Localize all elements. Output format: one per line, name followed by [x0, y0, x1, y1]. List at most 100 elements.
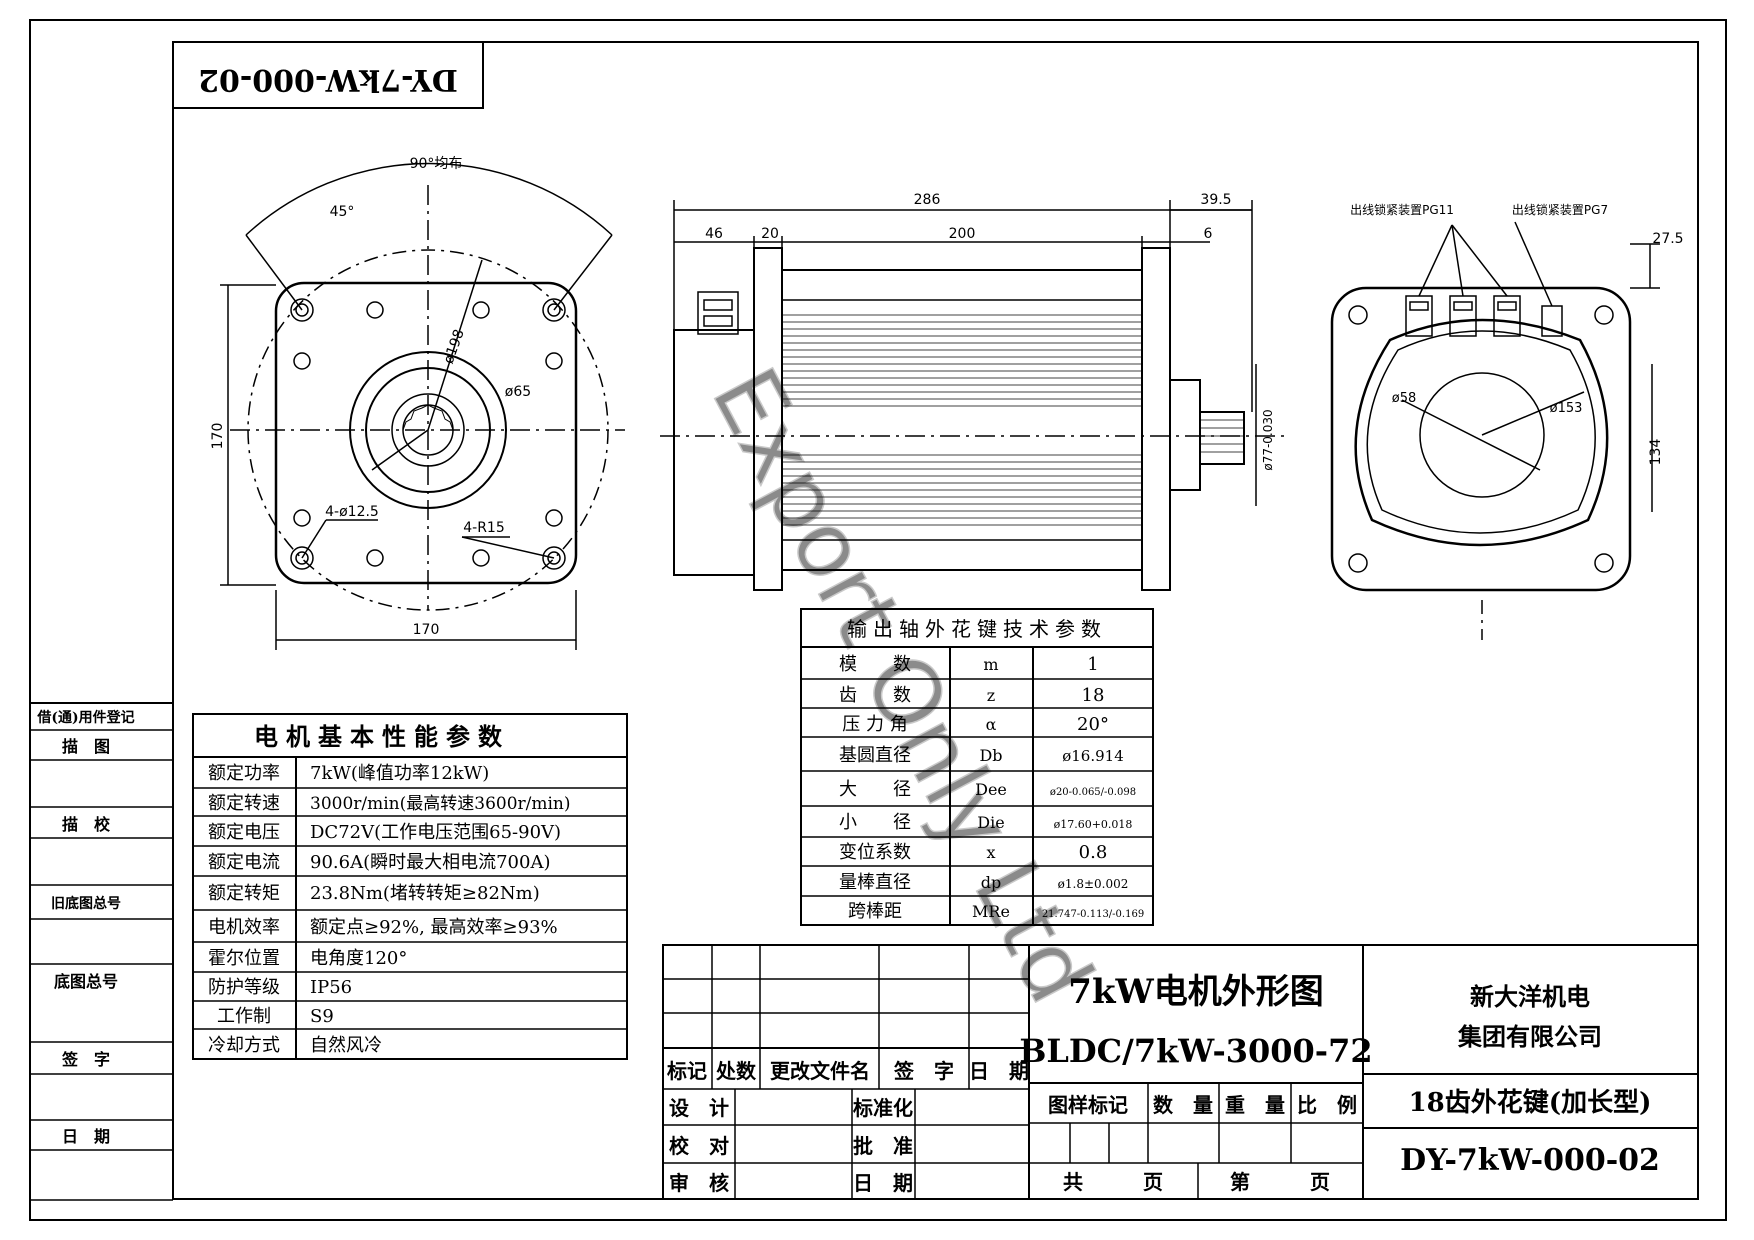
mirrored-drawing-number: DY-7kW-000-02 [198, 62, 458, 97]
drawing-title: 7kW电机外形图 [1068, 972, 1323, 1012]
spline-row-symbol: MRe [972, 902, 1010, 921]
info-header: 比 例 [1297, 1093, 1357, 1117]
spline-row-value: 1 [1087, 654, 1098, 675]
front-height: 170 [210, 423, 226, 450]
rear-view [1330, 221, 1660, 640]
rev-header: 更改文件名 [770, 1059, 870, 1083]
company-line-1: 新大洋机电 [1470, 982, 1590, 1011]
info-header: 图样标记 [1048, 1093, 1128, 1117]
side-view [660, 200, 1290, 591]
std-label: 日 期 [853, 1171, 913, 1195]
motor-param-value: 90.6A(瞬时最大相电流700A) [310, 852, 550, 873]
spline-row-name: 变位系数 [839, 842, 911, 863]
left-item-label: 描 校 [62, 815, 111, 834]
drawing-model: BLDC/7kW-3000-72 [1019, 1032, 1372, 1070]
radius-note: 4-R15 [463, 520, 505, 536]
rev-header: 处数 [715, 1059, 757, 1083]
motor-param-name: 额定电流 [208, 852, 280, 873]
spline-row-symbol: α [986, 715, 997, 734]
info-header: 重 量 [1225, 1093, 1285, 1117]
dim-46: 46 [705, 226, 723, 242]
mirrored-number-box [172, 41, 484, 109]
drawing-number: DY-7kW-000-02 [1400, 1143, 1660, 1178]
spline-row-value: ø16.914 [1062, 747, 1124, 765]
spline-row-name: 基圆直径 [839, 745, 911, 766]
left-item-label: 旧底图总号 [51, 895, 121, 912]
motor-param-value: 额定点≥92%, 最高效率≥93% [310, 917, 558, 938]
spline-row-symbol: Dee [975, 780, 1007, 799]
front-view [220, 162, 625, 650]
rev-header: 签 字 [893, 1059, 954, 1083]
spline-row-value: 20° [1077, 714, 1109, 735]
motor-param-name: 冷却方式 [208, 1035, 280, 1056]
gland-pg7-note: 出线锁紧装置PG7 [1512, 202, 1608, 217]
spline-row-name: 小 径 [839, 812, 911, 833]
company-line-2: 集团有限公司 [1457, 1022, 1602, 1051]
motor-param-name: 额定转矩 [208, 883, 280, 904]
spline-row-symbol: z [987, 686, 995, 705]
gland-pg11-note: 出线锁紧装置PG11 [1350, 202, 1454, 217]
sign-label: 设 计 [669, 1096, 729, 1120]
motor-param-value: IP56 [310, 977, 352, 998]
title-block [662, 944, 1699, 1200]
sheet-number: 第 页 [1230, 1170, 1330, 1194]
motor-param-value: DC72V(工作电压范围65-90V) [310, 822, 561, 843]
info-header: 数 量 [1153, 1093, 1213, 1117]
motor-param-name: 工作制 [217, 1006, 271, 1027]
sign-label: 审 核 [669, 1171, 729, 1195]
spline-row-value: ø1.8±0.002 [1058, 877, 1129, 891]
spline-table-title: 输出轴外花键技术参数 [847, 617, 1107, 641]
spline-row-symbol: x [986, 843, 995, 862]
motor-param-name: 额定转速 [208, 793, 280, 814]
register-label: 借(通)用件登记 [36, 709, 134, 726]
angle-note: 90°均布 [410, 156, 463, 172]
motor-param-name: 霍尔位置 [208, 948, 280, 969]
left-item-label: 底图总号 [54, 972, 118, 991]
holes-note: 4-ø12.5 [325, 504, 379, 520]
left-item-label: 日 期 [62, 1127, 110, 1146]
spline-row-symbol: dp [981, 873, 1001, 892]
dim-27-5: 27.5 [1652, 231, 1683, 247]
shaft-diameter: ø77-0.030 [1261, 409, 1275, 470]
part-name: 18齿外花键(加长型) [1409, 1087, 1652, 1118]
left-item-label: 签 字 [61, 1050, 110, 1069]
motor-table [192, 713, 628, 1060]
dia-153: ø153 [1550, 401, 1583, 416]
motor-param-value: S9 [310, 1006, 334, 1027]
motor-param-name: 额定功率 [208, 763, 280, 784]
spline-row-value: ø17.60+0.018 [1054, 818, 1133, 831]
dim-39-5: 39.5 [1200, 192, 1231, 208]
spline-row-name: 齿 数 [839, 685, 911, 706]
std-label: 批 准 [853, 1134, 913, 1158]
outer-border [29, 19, 1727, 1221]
spline-row-name: 量棒直径 [839, 872, 911, 893]
spline-row-value: 0.8 [1079, 842, 1108, 863]
motor-table-title: 电机基本性能参数 [254, 722, 510, 751]
spline-row-value: 21.747-0.113/-0.169 [1042, 909, 1144, 920]
dia-58: ø58 [1392, 391, 1417, 406]
dim-200: 200 [949, 226, 976, 242]
spline-row-name: 大 径 [839, 779, 911, 800]
motor-param-value: 7kW(峰值功率12kW) [310, 763, 489, 784]
spline-row-value: ø20-0.065/-0.098 [1050, 787, 1136, 798]
spline-row-name: 跨棒距 [848, 901, 902, 922]
motor-param-name: 防护等级 [208, 977, 280, 998]
left-register-column [30, 702, 173, 1201]
angle-45: 45° [330, 204, 355, 220]
motor-param-name: 电机效率 [208, 917, 280, 938]
spline-row-name: 模 数 [839, 654, 911, 675]
overall-length: 286 [914, 192, 941, 208]
spline-row-name: 压 力 角 [842, 714, 907, 735]
motor-param-name: 额定电压 [208, 822, 280, 843]
dim-20: 20 [761, 226, 779, 242]
rev-header: 日 期 [969, 1059, 1029, 1083]
spline-row-symbol: m [983, 655, 998, 674]
motor-param-value: 23.8Nm(堵转转矩≥82Nm) [310, 883, 540, 904]
motor-param-value: 电角度120° [310, 948, 407, 969]
spline-table [800, 608, 1154, 926]
dia-65: ø65 [505, 384, 531, 400]
motor-param-value: 自然风冷 [310, 1035, 382, 1056]
total-sheets: 共 页 [1063, 1170, 1163, 1194]
sign-label: 校 对 [669, 1134, 729, 1158]
